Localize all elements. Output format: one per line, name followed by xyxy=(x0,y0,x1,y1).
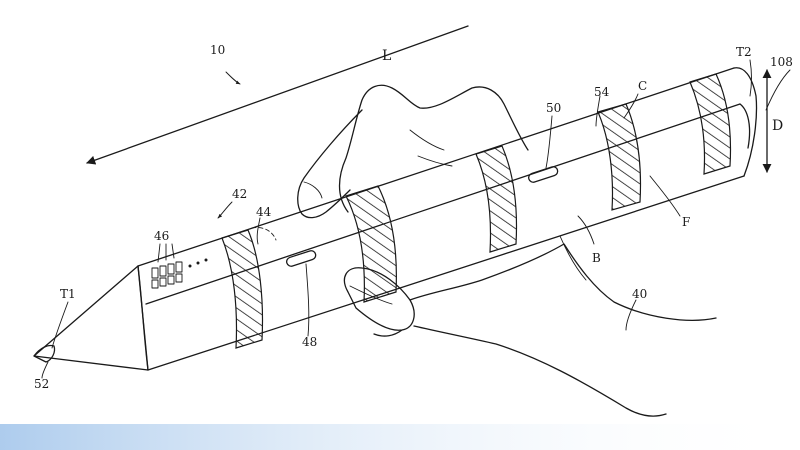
label-44: 44 xyxy=(256,205,272,219)
label-f: F xyxy=(682,215,690,229)
label-54: 54 xyxy=(594,85,610,99)
lower-hand xyxy=(343,235,717,417)
label-40: 40 xyxy=(632,287,647,301)
label-108: 108 xyxy=(770,55,793,69)
buttons xyxy=(286,166,559,267)
label-46: 46 xyxy=(154,229,169,243)
element-44 xyxy=(251,227,277,241)
label-48: 48 xyxy=(302,335,317,349)
sensor-array xyxy=(151,258,208,289)
label-52: 52 xyxy=(34,377,49,391)
label-42: 42 xyxy=(232,187,247,201)
bottom-fade xyxy=(0,424,800,450)
label-c: C xyxy=(638,79,647,93)
label-length: L xyxy=(382,48,391,64)
reference-labels: 10 L T2 108 D 54 C 50 42 44 46 T1 48 52 … xyxy=(34,43,793,391)
length-arrow xyxy=(86,25,469,165)
label-50: 50 xyxy=(546,101,561,115)
label-second-tip: T2 xyxy=(736,45,752,59)
stylus-body xyxy=(33,67,758,371)
hatched-bands xyxy=(221,73,732,349)
label-b: B xyxy=(592,251,601,265)
label-first-tip: T1 xyxy=(60,287,76,301)
leader-lines xyxy=(41,59,791,379)
label-device: 10 xyxy=(210,43,225,57)
label-diameter: D xyxy=(772,118,783,134)
upper-hand xyxy=(297,84,529,219)
